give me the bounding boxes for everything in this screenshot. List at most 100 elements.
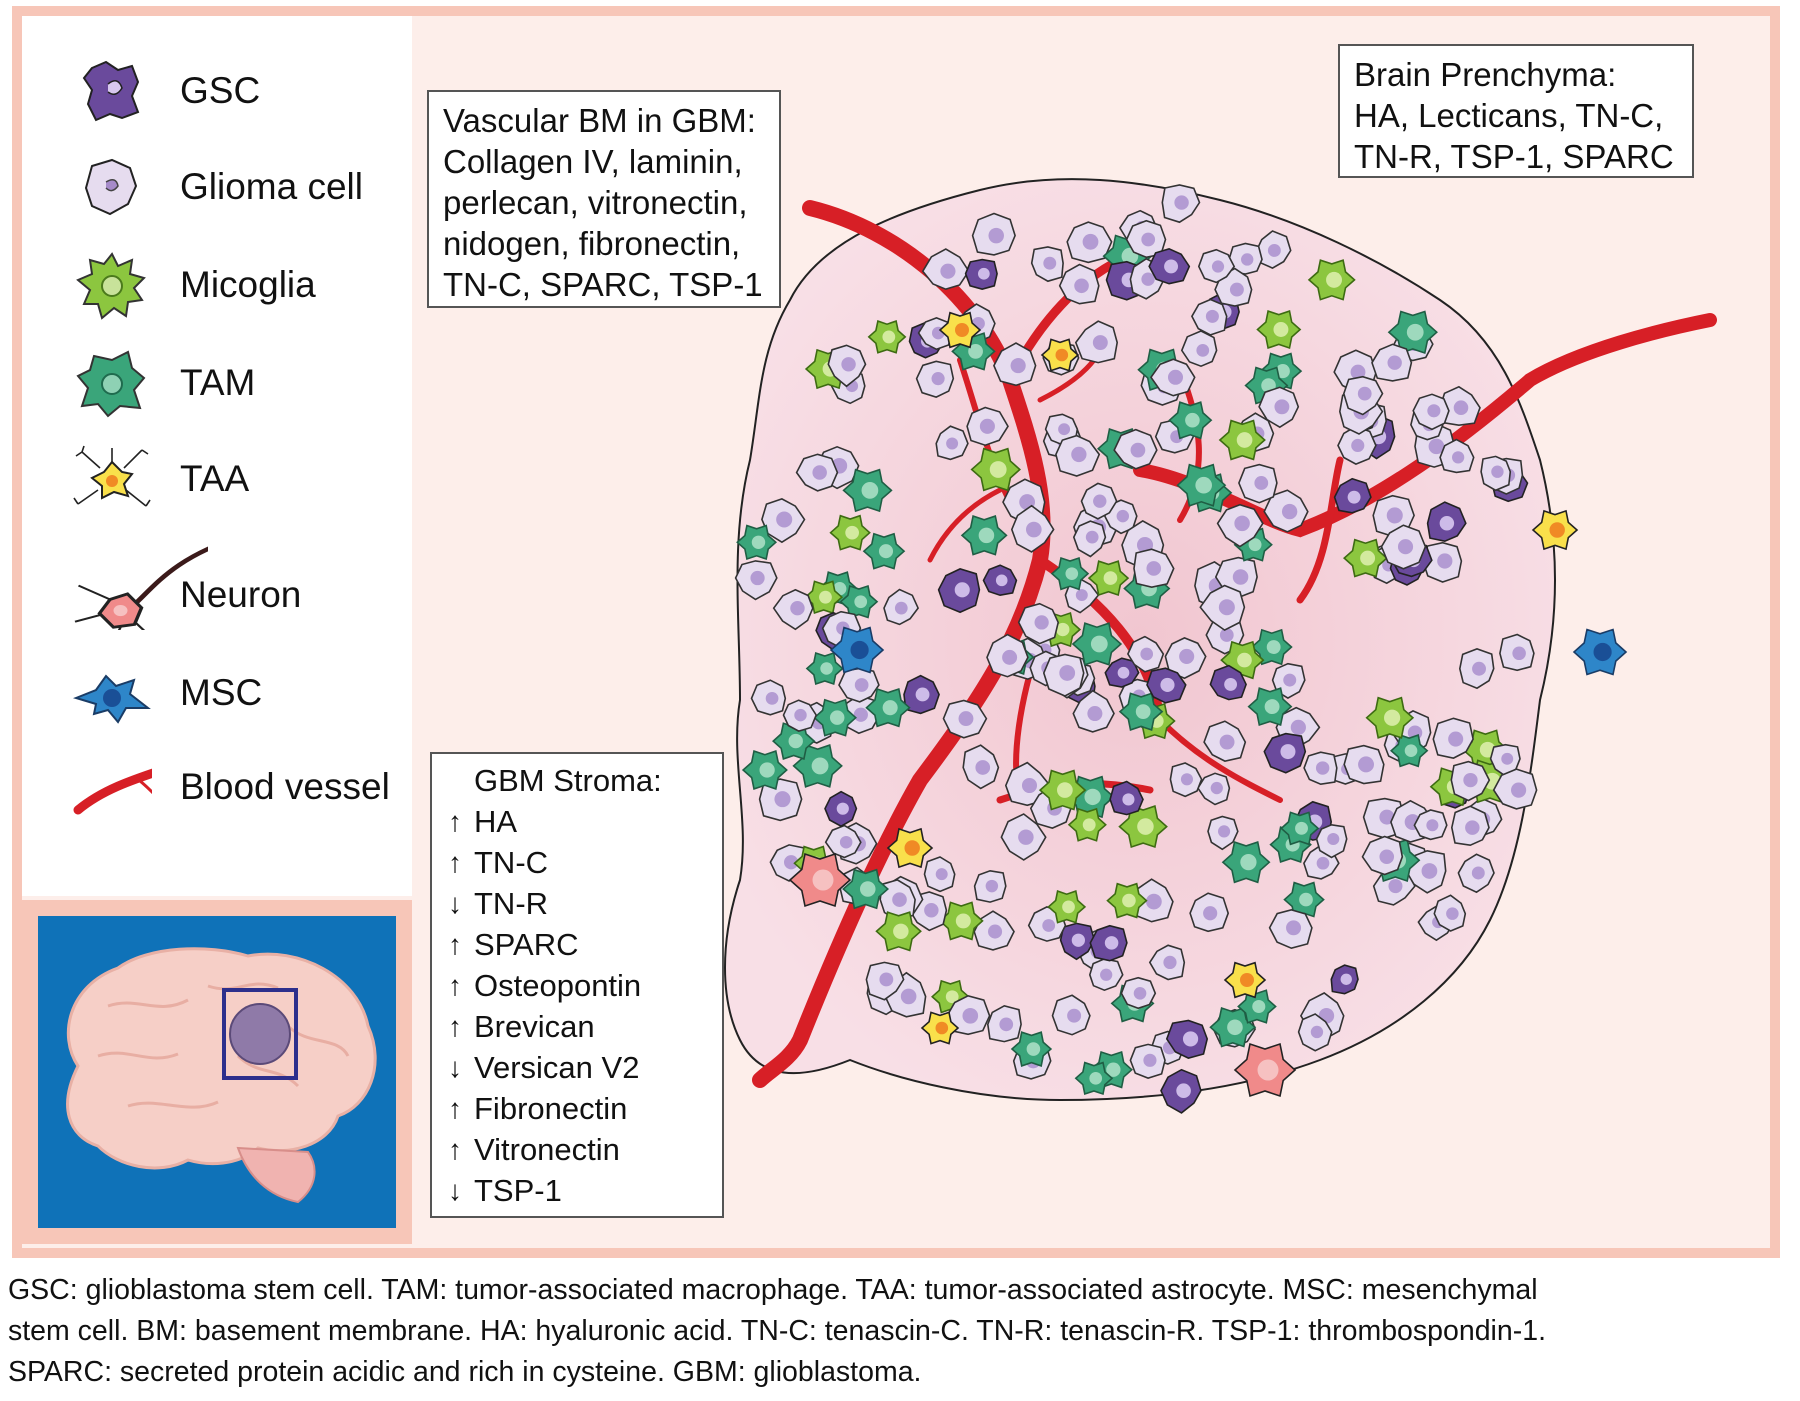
glioma-cell-icon: [915, 360, 955, 398]
caption-line: GSC: glioblastoma stem cell. TAM: tumor-…: [8, 1274, 1538, 1306]
gbm-stroma-item: ↓TSP-1: [446, 1170, 708, 1211]
taa-icon: [1531, 509, 1579, 551]
glioma-cell-icon: [973, 869, 1007, 903]
tam-icon: [1247, 687, 1293, 727]
gsc-icon: [1209, 664, 1247, 701]
glioma-cell-icon: [1439, 438, 1475, 474]
brain-inset-background: [38, 916, 396, 1228]
glioma-cell-icon: [1066, 221, 1113, 264]
gsc-icon: [1104, 657, 1140, 688]
up-arrow-icon: ↑: [448, 1093, 462, 1124]
glioma-cell-icon: [1150, 358, 1196, 397]
glioma-cell-icon: [923, 856, 956, 893]
tam-icon: [865, 687, 911, 728]
gsc-icon: [1426, 501, 1467, 543]
glioma-cell-icon: [971, 212, 1016, 256]
glioma-cell-icon: [1133, 548, 1175, 589]
tam-icon: [1209, 1006, 1257, 1048]
up-arrow-icon: ↑: [448, 806, 462, 837]
gsc-icon: [1165, 1019, 1209, 1059]
microglia-icon: [829, 514, 871, 551]
glioma-cell-icon: [1169, 762, 1203, 798]
taa-icon: [73, 445, 151, 507]
down-arrow-icon: ↓: [448, 888, 462, 919]
glioma-cell-icon: [795, 453, 839, 492]
tam-icon: [1074, 1061, 1114, 1096]
gbm-stroma-item-label: SPARC: [474, 927, 579, 962]
glioma-cell-icon: [1450, 760, 1491, 802]
gsc-icon: [1059, 922, 1096, 961]
brain-parenchyma-box: Brain Prenchyma: HA, Lecticans, TN-C, TN…: [1338, 44, 1694, 178]
blood-vessel-icon: [73, 768, 152, 815]
legend-panel: GSC Glioma cell Micoglia TAM: [22, 16, 412, 896]
gbm-stroma-item-label: Osteopontin: [474, 968, 642, 1003]
microglia-icon: [938, 901, 984, 941]
glioma-cell-icon: [1113, 428, 1158, 470]
legend-item-glioma-cell: Glioma cell: [22, 142, 412, 232]
glioma-cell-icon: [1458, 648, 1495, 690]
gsc-icon: [1109, 780, 1144, 816]
tam-icon: [76, 350, 146, 418]
vascular-bm-line: nidogen, fibronectin,: [443, 225, 741, 262]
microglia-icon: [1047, 890, 1087, 924]
legend-item-microglia: Micoglia: [22, 240, 412, 330]
msc-icon: [829, 626, 885, 674]
taa-icon: [938, 311, 982, 349]
microglia-icon: [1307, 259, 1356, 301]
legend-label: Blood vessel: [180, 766, 390, 807]
gbm-stroma-item: ↑Brevican: [446, 1006, 708, 1047]
brain-inset: [22, 900, 412, 1244]
gsc-icon: [964, 258, 998, 291]
microglia-icon: [1218, 419, 1266, 461]
tam-icon: [1010, 1031, 1053, 1067]
tam-icon: [1118, 692, 1164, 731]
legend-label: Neuron: [180, 574, 302, 615]
glioma-cell-icon: [1439, 385, 1481, 427]
tam-icon: [842, 868, 890, 910]
vascular-bm-line: Collagen IV, laminin,: [443, 143, 743, 180]
down-arrow-icon: ↓: [448, 1175, 462, 1206]
gbm-stroma-item: ↓TN-R: [446, 883, 708, 924]
glioma-cell-icon: [1371, 343, 1413, 382]
legend-item-msc: MSC: [22, 648, 412, 738]
neuron-icon: [1233, 1042, 1297, 1098]
glioma-cell-icon: [1189, 892, 1230, 933]
glioma-cell-icon: [1216, 503, 1264, 548]
gbm-stroma-item: ↓Versican V2: [446, 1047, 708, 1088]
legend-item-gsc: GSC: [22, 46, 412, 136]
gbm-stroma-item: ↑HA: [446, 801, 708, 842]
glioma-cell-icon: [993, 342, 1037, 387]
legend-item-neuron: Neuron: [22, 546, 412, 640]
legend-label: Glioma cell: [180, 166, 363, 207]
microglia-icon: [76, 252, 146, 320]
glioma-cell-icon: [1072, 520, 1107, 558]
glioma-cell-icon: [1361, 835, 1404, 876]
glioma-cell-icon: [1489, 743, 1521, 777]
glioma-cell-icon: [1433, 894, 1467, 932]
glioma-cell-icon: [935, 425, 969, 461]
tam-icon: [1283, 881, 1325, 918]
glioma-cell-icon: [1238, 463, 1278, 504]
blood-vessel-segment: [1157, 717, 1283, 803]
brain-illustration: [66, 947, 377, 1204]
gbm-stroma-item-label: Versican V2: [474, 1050, 640, 1085]
vascular-bm-line: TN-C, SPARC, TSP-1: [443, 266, 763, 303]
glioma-cell-icon: [1499, 633, 1535, 672]
glioma-cell-icon: [966, 406, 1009, 447]
glioma-cell-icon: [883, 588, 920, 626]
vascular-bm-box: Vascular BM in GBM: Collagen IV, laminin…: [427, 90, 781, 308]
tam-icon: [792, 744, 843, 788]
legend-label: Micoglia: [180, 264, 316, 305]
gbm-stroma-item-label: TN-C: [474, 845, 549, 880]
microglia-icon: [1256, 310, 1302, 350]
glioma-cell-icon: [1126, 635, 1165, 673]
glioma-cell-icon: [1120, 976, 1157, 1010]
tam-icon: [960, 515, 1008, 556]
glioma-cell-icon: [1380, 524, 1427, 570]
up-arrow-icon: ↑: [448, 970, 462, 1001]
glioma-cell-icon: [827, 344, 867, 388]
glioma-cell-icon: [1263, 489, 1309, 533]
gsc-icon: [903, 674, 940, 715]
gbm-stroma-item: ↑ Osteopontin: [446, 965, 708, 1006]
glioma-cell-icon: [986, 1004, 1022, 1043]
